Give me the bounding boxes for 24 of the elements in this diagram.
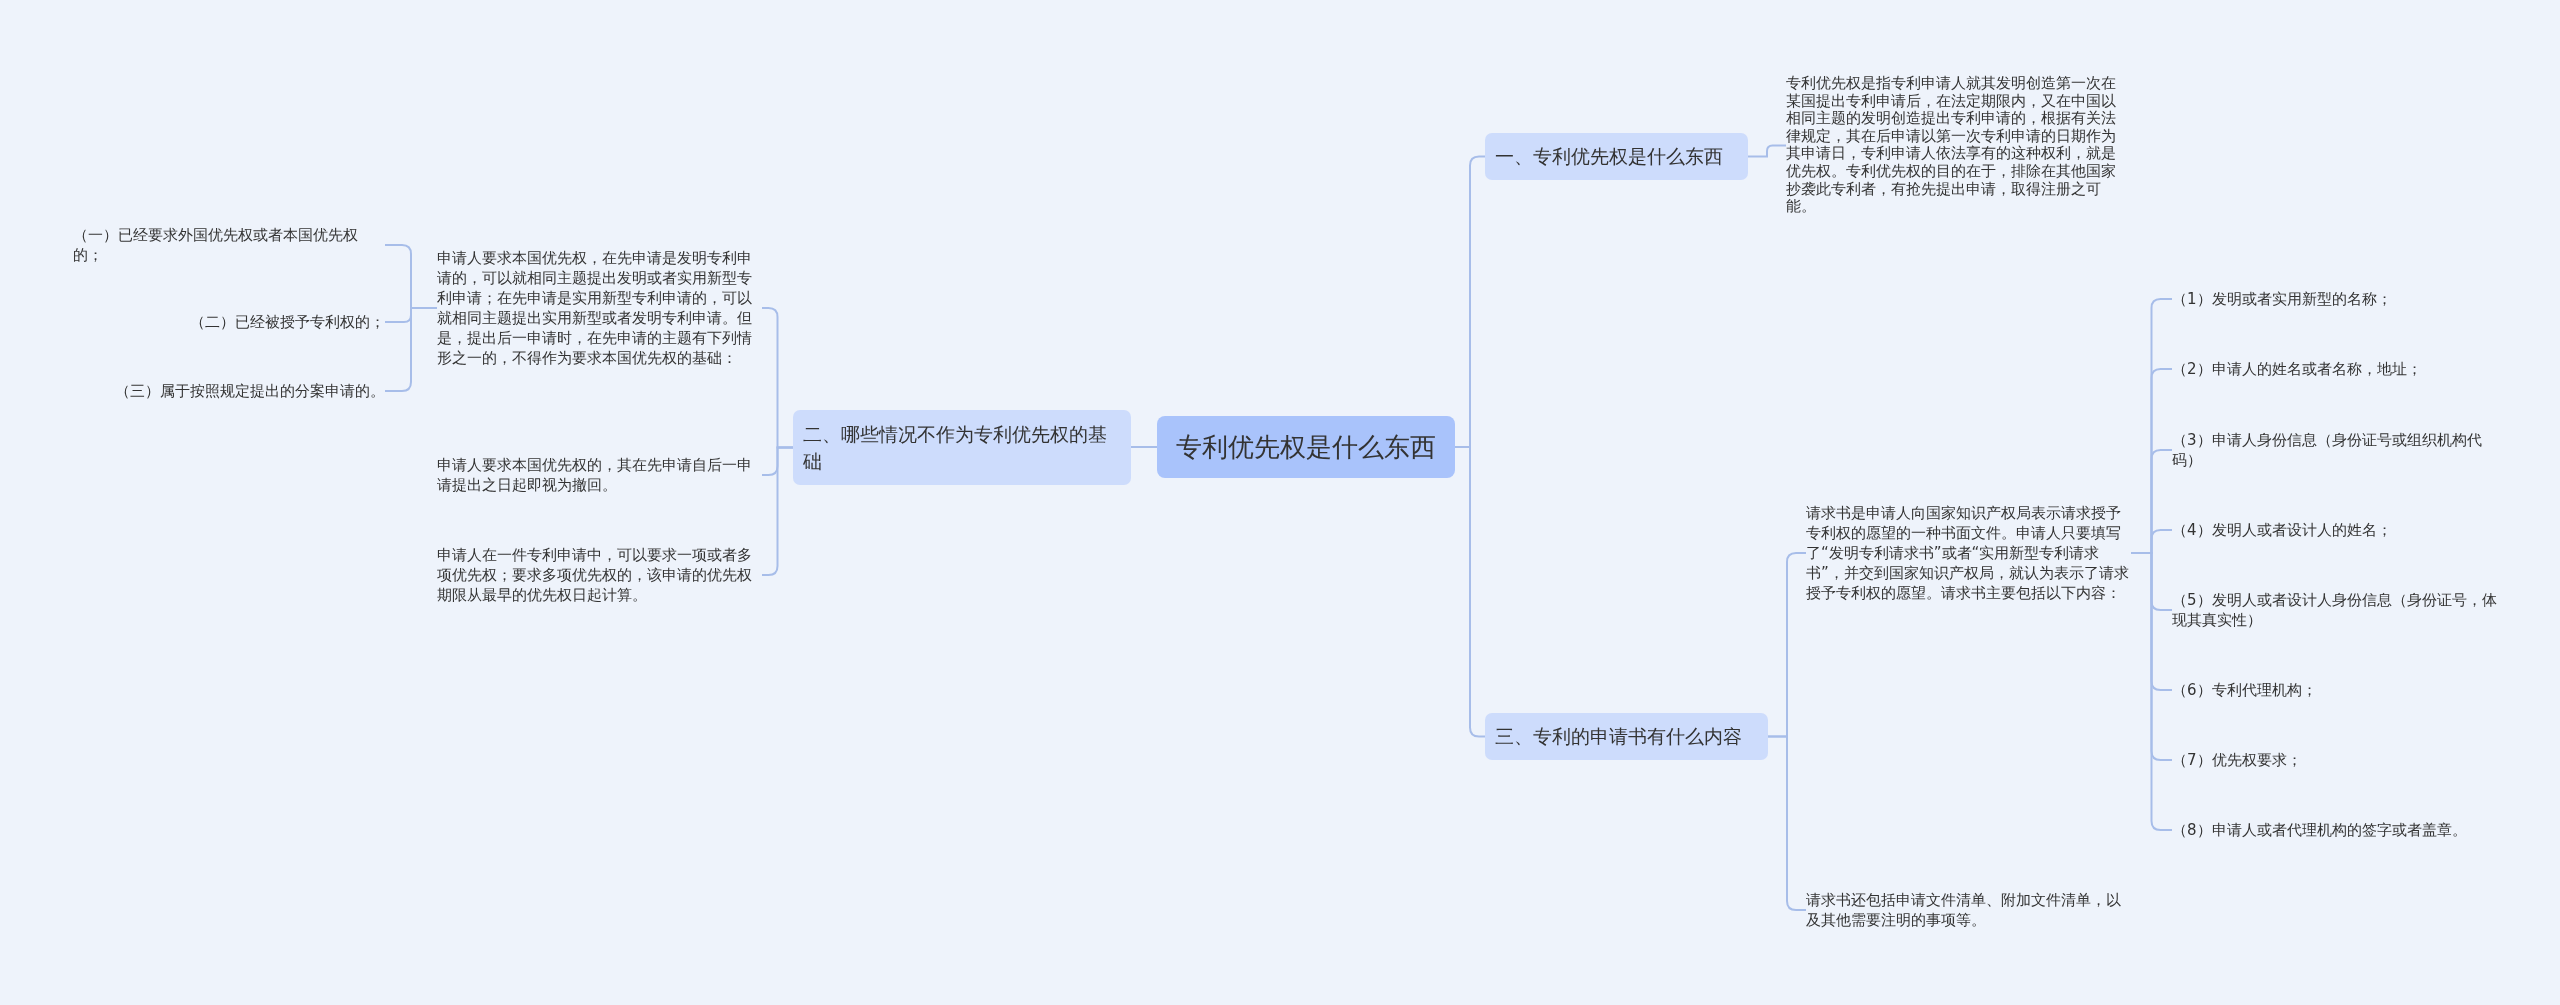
connector-line — [1130, 446, 1158, 448]
note-text: 申请人在一件专利申请中，可以要求一项或者多项优先权；要求多项优先权的，该申请的优先权期限从最早的优先权日起计算。 — [437, 545, 762, 605]
note-text: （8）申请人或者代理机构的签字或者盖章。 — [2172, 820, 2552, 840]
note-text: 请求书还包括申请文件清单、附加文件清单，以及其他需要注明的事项等。 — [1806, 890, 2131, 930]
note-text: 申请人要求本国优先权的，其在先申请自后一申请提出之日起即视为撤回。 — [437, 455, 762, 495]
note-text: 请求书是申请人向国家知识产权局表示请求授予专利权的愿望的一种书面文件。申请人只要填写了“发明专利请求书”或者“实用新型专利请求书”，并交到国家知识产权局，就认为表示了请求授予专利权的愿望。请求书主要包括以下内容： — [1806, 503, 2131, 603]
note-text: （4）发明人或者设计人的姓名； — [2172, 520, 2502, 540]
central-topic-box: 专利优先权是什么东西 — [1157, 416, 1455, 478]
note-text: （1）发明或者实用新型的名称； — [2172, 289, 2502, 309]
note-text: （7）优先权要求； — [2172, 750, 2502, 770]
note-text: （5）发明人或者设计人身份信息（身份证号，体现其真实性） — [2172, 590, 2502, 630]
note-text: （3）申请人身份信息（身份证号或组织机构代码） — [2172, 430, 2502, 470]
connector-line — [1454, 446, 1486, 738]
note-text: 专利优先权是指专利申请人就其发明创造第一次在某国提出专利申请后，在法定期限内，又在中国以相同主题的发明创造提出专利申请的，根据有关法律规定，其在后申请以第一次专利申请的日期作为其申请日，专利申请人依法享有的这种权利，就是优先权。专利优先权的目的在于，排除在其他国家抄袭此专利者，有抢先提出申请，取得注册之可能。 — [1786, 75, 2116, 216]
note-text: 申请人要求本国优先权，在先申请是发明专利申请的，可以就相同主题提出发明或者实用新型专利申请；在先申请是实用新型专利申请的，可以就相同主题提出实用新型或者发明专利申请。但是，提出后一申请时，在先申请的主题有下列情形之一的，不得作为要求本国优先权的基础： — [437, 248, 762, 368]
note-text: （三）属于按照规定提出的分案申请的。 — [115, 381, 385, 401]
topic-box: 三、专利的申请书有什么内容 — [1485, 713, 1768, 760]
note-text: （二）已经被授予专利权的； — [190, 312, 385, 332]
connector-line — [1747, 144, 1787, 158]
note-text: （6）专利代理机构； — [2172, 680, 2502, 700]
note-text: （2）申请人的姓名或者名称，地址； — [2172, 359, 2502, 379]
topic-box: 二、哪些情况不作为专利优先权的基础 — [793, 410, 1131, 485]
topic-box: 一、专利优先权是什么东西 — [1485, 133, 1748, 180]
note-text: （一）已经要求外国优先权或者本国优先权的； — [73, 225, 385, 265]
